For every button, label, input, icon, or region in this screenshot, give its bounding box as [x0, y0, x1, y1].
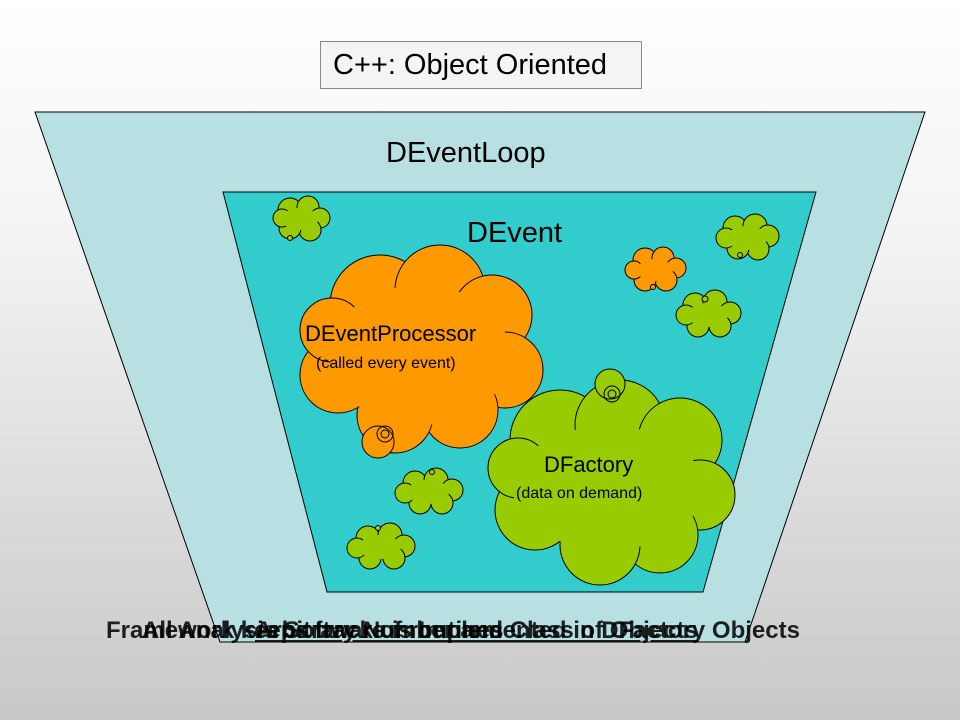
event-loop-label: DEventLoop: [386, 137, 546, 169]
factory-sublabel: (data on demand): [516, 485, 643, 502]
event-processor-label: DEventProcessor: [305, 321, 477, 346]
caption-analysis-software: All Analysis Software is Implemented in …: [142, 617, 800, 644]
small-cloud-right: [675, 289, 742, 338]
caption-arbitrary-objects: Arbitrary Number and Class of Objects: [255, 617, 698, 644]
event-processor-cloud: [299, 244, 544, 459]
page-title: C++: Object Oriented: [320, 41, 642, 89]
caption-framework: Framework keeps track of routines: [106, 617, 504, 644]
small-cloud-top-right: [715, 213, 780, 261]
small-cloud-lower-middle: [394, 467, 464, 515]
event-processor-sublabel: (called every event): [316, 355, 456, 372]
event-label: DEvent: [467, 217, 563, 249]
small-cloud-bottom-left: [346, 522, 416, 570]
small-orange-cloud: [624, 246, 687, 292]
factory-label: DFactory: [544, 452, 634, 477]
small-cloud-top-left: [272, 195, 331, 242]
factory-cloud: [487, 368, 736, 586]
